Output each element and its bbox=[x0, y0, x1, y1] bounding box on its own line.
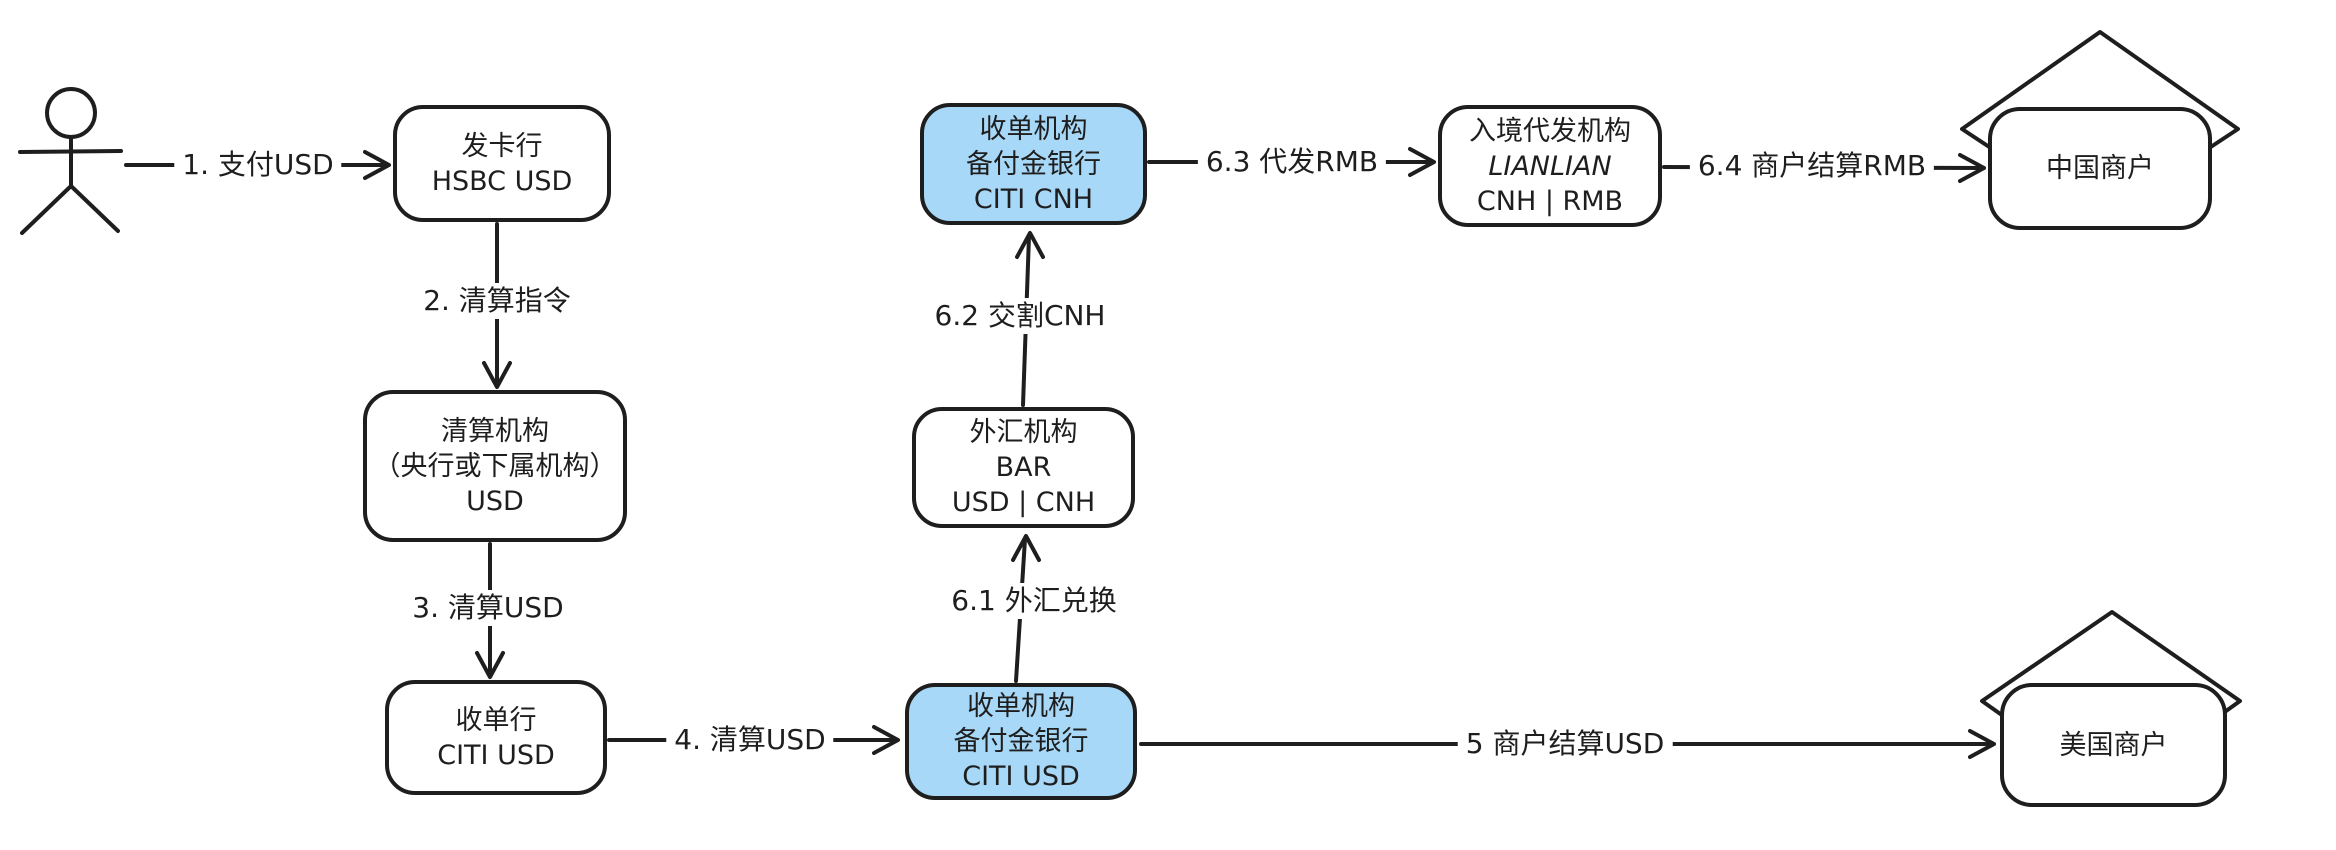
edge-label-6-3-payout-rmb: 6.3 代发RMB bbox=[1197, 144, 1387, 180]
node-inbound-payout-agency: 入境代发机构 LIANLIAN CNH | RMB bbox=[1438, 105, 1662, 227]
edge-label-3-clear-usd: 3. 清算USD bbox=[404, 590, 572, 626]
edge-label-4-clear-usd: 4. 清算USD bbox=[666, 722, 834, 758]
node-line: 收单机构 bbox=[967, 691, 1075, 722]
node-line: （央行或下属机构） bbox=[373, 450, 617, 482]
node-line: CITI USD bbox=[437, 739, 555, 771]
node-line: 备付金银行 bbox=[953, 726, 1089, 757]
node-line: 外汇机构 bbox=[969, 417, 1078, 448]
node-line: 发卡行 bbox=[461, 130, 543, 162]
node-acquiring-bank: 收单行 CITI USD bbox=[385, 680, 607, 795]
node-line: 中国商户 bbox=[2046, 153, 2154, 184]
node-line: USD bbox=[466, 485, 524, 517]
node-us-merchant: 美国商户 bbox=[2000, 683, 2227, 807]
node-line: 清算机构 bbox=[441, 415, 549, 447]
node-line: LIANLIAN bbox=[1488, 150, 1612, 182]
edge-label-5-merchant-settle-usd: 5 商户结算USD bbox=[1457, 726, 1673, 762]
edge-label-6-4-merchant-settle-rmb: 6.4 商户结算RMB bbox=[1689, 148, 1935, 184]
node-line: 美国商户 bbox=[2059, 729, 2168, 761]
node-reserve-bank-cnh: 收单机构 备付金银行 CITI CNH bbox=[920, 103, 1147, 225]
node-fx-agency: 外汇机构 BAR USD | CNH bbox=[912, 407, 1135, 528]
node-line: 收单行 bbox=[455, 704, 537, 736]
node-line: BAR bbox=[995, 452, 1052, 483]
edge-label-2-clearing-instruction: 2. 清算指令 bbox=[415, 283, 579, 319]
node-reserve-bank-usd: 收单机构 备付金银行 CITI USD bbox=[905, 683, 1137, 800]
node-line: CITI USD bbox=[962, 761, 1080, 792]
edge-label-6-2-deliver-cnh: 6.2 交割CNH bbox=[926, 298, 1114, 334]
person-stick-figure-icon bbox=[18, 87, 123, 235]
node-china-merchant: 中国商户 bbox=[1988, 107, 2212, 230]
edge-label-6-1-fx-exchange: 6.1 外汇兑换 bbox=[943, 583, 1125, 619]
node-line: 收单机构 bbox=[979, 113, 1088, 145]
edge-label-1-pay-usd: 1. 支付USD bbox=[174, 147, 342, 183]
node-issuer-bank: 发卡行 HSBC USD bbox=[393, 105, 611, 222]
node-line: HSBC USD bbox=[431, 165, 573, 197]
node-line: 入境代发机构 bbox=[1469, 115, 1631, 147]
node-line: USD | CNH bbox=[951, 487, 1096, 518]
node-line: CNH | RMB bbox=[1476, 185, 1624, 217]
node-line: CITI CNH bbox=[973, 183, 1094, 215]
node-line: 备付金银行 bbox=[966, 148, 1101, 180]
node-clearing-house: 清算机构 （央行或下属机构） USD bbox=[363, 390, 627, 542]
